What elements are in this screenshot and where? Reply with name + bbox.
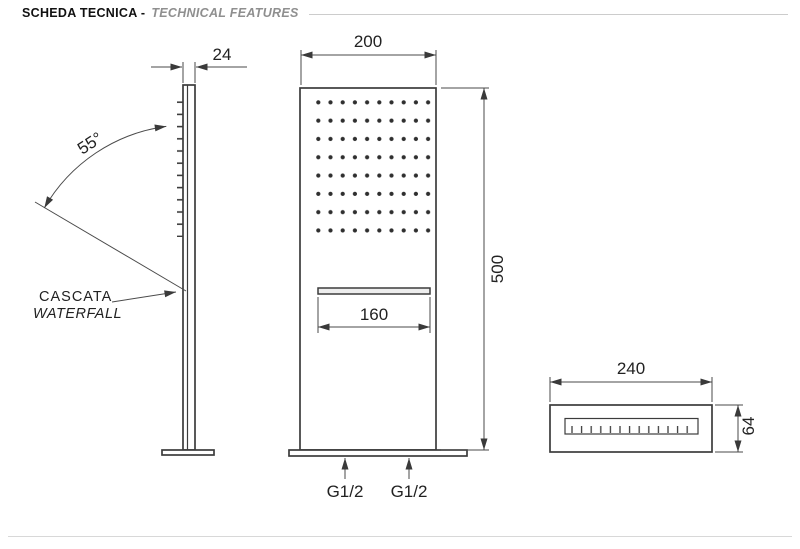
header-rule [308,13,788,15]
sheet-subtitle: TECHNICAL FEATURES [151,6,299,20]
dim-front-height: 500 [441,87,507,451]
side-base-plate [161,449,215,456]
dim-front-width: 200 [300,32,437,85]
label-inlet-left: G1/2 [327,482,364,501]
angle-annotation: 55° [34,124,187,292]
inlet-annotations: G1/2 G1/2 [327,458,428,501]
side-nozzle-ticks [177,101,183,237]
dim-spout-height: 64 [715,404,758,453]
waterfall-callout: CASCATA WATERFALL [33,289,177,322]
angle-inclined-line [34,201,187,292]
dim-angle-label: 55° [74,128,106,158]
front-view: 200 500 160 G1/2 G1/2 [288,32,507,501]
dim-spout-width: 240 [549,359,713,402]
dim-front-width-label: 200 [354,32,382,51]
dim-spout-width-label: 240 [617,359,645,378]
bottom-rule [8,536,792,537]
dim-spout-height-label: 64 [739,417,758,436]
sheet-header: SCHEDA TECNICA - TECHNICAL FEATURES [22,6,788,20]
spout-slot [564,417,699,435]
side-panel-body [182,84,196,451]
dim-slot-width-label: 160 [360,305,388,324]
dim-side-thickness: 24 [151,45,247,83]
waterfall-leader-arrow [111,290,177,303]
dim-slot-width: 160 [317,297,431,333]
sheet-title: SCHEDA TECNICA - [22,6,146,20]
front-nozzle-grid [316,100,431,237]
angle-arc [43,124,167,209]
dim-front-height-label: 500 [488,255,507,283]
dim-side-thickness-label: 24 [213,45,232,64]
label-waterfall-en: WATERFALL [33,306,122,322]
label-inlet-right: G1/2 [391,482,428,501]
front-waterfall-slot [317,287,431,295]
side-view: 24 55° CASCATA WATERFALL [33,45,247,456]
spout-detail-view: 240 64 [549,359,758,453]
spout-comb-ticks [571,426,693,433]
label-waterfall-it: CASCATA [39,289,112,305]
front-base-plate [288,449,468,457]
